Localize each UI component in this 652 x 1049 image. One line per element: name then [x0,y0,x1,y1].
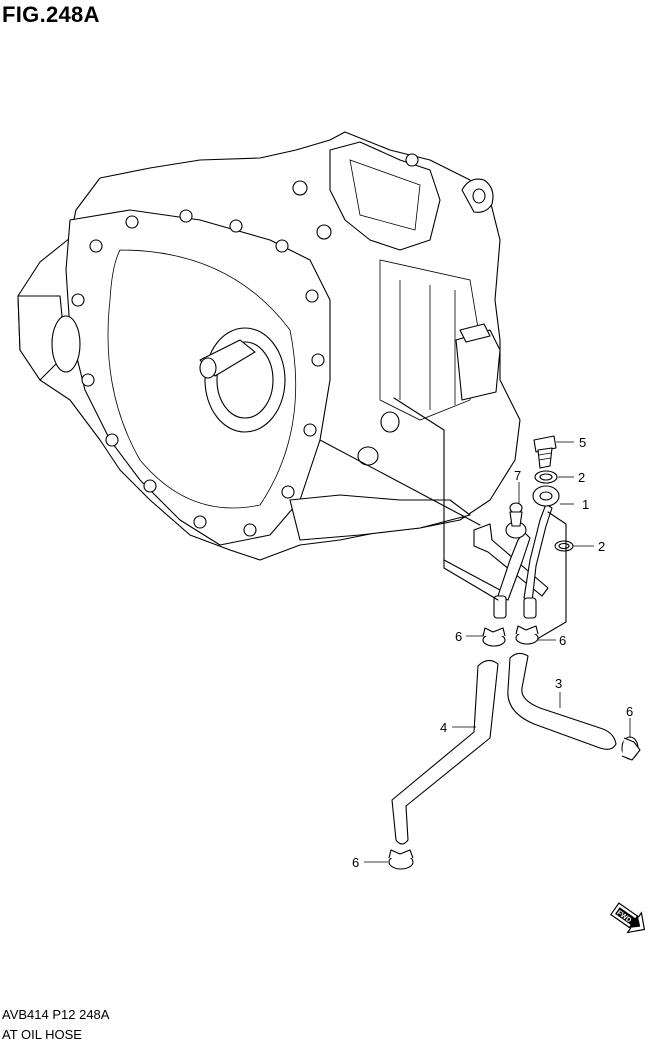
callout-2-upper: 2 [578,470,585,485]
callout-leaders [364,441,631,863]
callout-5: 5 [579,435,586,450]
figure-code: AVB414 P12 248A [2,1007,110,1022]
callout-6-upper-left: 6 [455,629,462,644]
hose-clamp-right [621,736,641,761]
hose-clamp-upper-left [482,627,506,647]
callout-3: 3 [555,676,562,691]
transmission-assembly [17,131,521,591]
callout-6-lower: 6 [352,855,359,870]
oil-pipe-assembly [443,435,574,643]
callout-7: 7 [514,468,521,483]
hose-clamp-upper-right [515,625,539,645]
callout-4: 4 [440,720,447,735]
callout-1: 1 [582,497,589,512]
hose-clamp-lower [388,849,414,870]
callout-6-upper-right: 6 [559,633,566,648]
callout-numbers: 5 7 2 1 2 6 6 3 6 4 6 [352,435,633,870]
figure-name: AT OIL HOSE [2,1027,82,1042]
figure-title: FIG.248A [2,2,100,27]
oil-hose-3 [507,652,617,750]
fwd-arrow-icon: FWD [610,902,646,934]
callout-2-lower: 2 [598,539,605,554]
bolt-bosses [71,209,325,537]
oil-hose-4 [391,659,499,845]
callout-6-right: 6 [626,704,633,719]
